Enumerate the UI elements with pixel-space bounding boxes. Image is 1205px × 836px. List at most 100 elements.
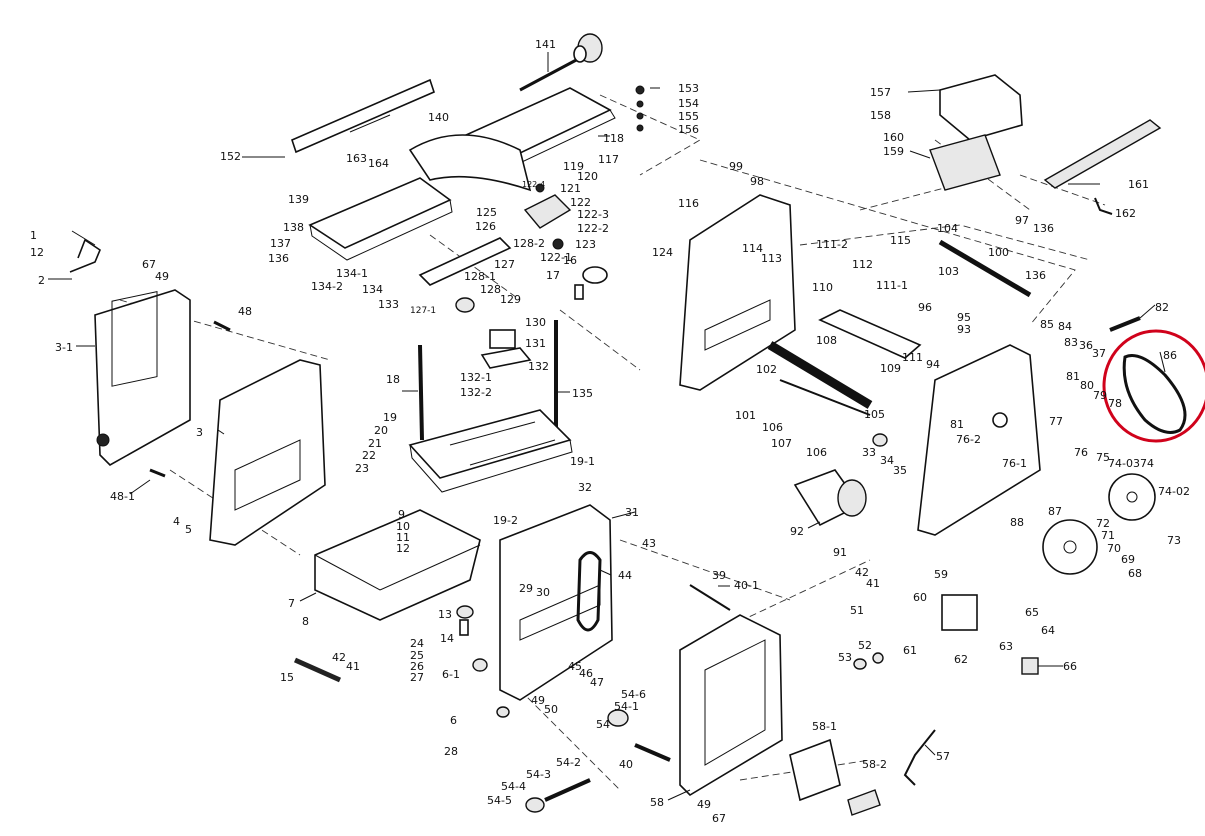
part-162-hex-key [1094, 197, 1113, 215]
label-10: 10 [396, 520, 410, 533]
label-103: 103 [938, 265, 959, 278]
label-65: 65 [1025, 606, 1039, 619]
label-163: 163 [346, 152, 367, 165]
part-131-132-clamp [480, 329, 532, 369]
label-41-right: 41 [866, 577, 880, 590]
label-136-right-a: 136 [1033, 222, 1054, 235]
part-58-1-switch-box [789, 738, 841, 802]
label-2: 2 [38, 274, 45, 287]
label-128: 128 [480, 283, 501, 296]
label-6-1: 6-1 [442, 668, 460, 681]
label-45: 45 [568, 660, 582, 673]
label-122: 122 [570, 196, 591, 209]
label-99: 99 [729, 160, 743, 173]
label-63: 63 [999, 640, 1013, 653]
label-102: 102 [756, 363, 777, 376]
label-87: 87 [1048, 505, 1062, 518]
label-125: 125 [476, 206, 497, 219]
label-32: 32 [578, 481, 592, 494]
label-152: 152 [220, 150, 241, 163]
label-94: 94 [926, 358, 940, 371]
label-13: 13 [438, 608, 452, 621]
label-121: 121 [560, 182, 581, 195]
label-31: 31 [625, 506, 639, 519]
label-101: 101 [735, 409, 756, 422]
part-127-roller [418, 237, 512, 286]
part-85-gear-frame [917, 344, 1041, 536]
label-43: 43 [642, 537, 656, 550]
label-122-2: 122-2 [577, 222, 609, 235]
part-33-35-pulley [872, 433, 888, 447]
label-127-1: 127-1 [410, 306, 436, 316]
label-112: 112 [852, 258, 873, 271]
label-74-02: 74-02 [1158, 485, 1190, 498]
label-111-1: 111-1 [876, 279, 908, 292]
label-161: 161 [1128, 178, 1149, 191]
label-6: 6 [450, 714, 457, 727]
part-2-handle [69, 238, 101, 273]
label-153: 153 [678, 82, 699, 95]
label-24: 24 [410, 637, 424, 650]
label-155: 155 [678, 110, 699, 123]
label-14: 14 [440, 632, 454, 645]
label-34: 34 [880, 454, 894, 467]
label-141: 141 [535, 38, 556, 51]
label-12-top: 12 [30, 246, 44, 259]
part-15-handle [293, 657, 342, 683]
label-115: 115 [890, 234, 911, 247]
label-159: 159 [883, 145, 904, 158]
label-20: 20 [374, 424, 388, 437]
part-102-cutterhead [767, 341, 873, 409]
part-18-screw [418, 344, 424, 441]
label-64: 64 [1041, 624, 1055, 637]
part-161-handle [1043, 119, 1162, 189]
label-58: 58 [650, 796, 664, 809]
label-131: 131 [525, 337, 546, 350]
part-152-fence-plate [291, 78, 435, 154]
part-92-motor [793, 469, 867, 527]
part-44-drive-belt [576, 551, 602, 632]
label-3-1: 3-1 [55, 341, 73, 354]
label-132-2: 132-2 [460, 386, 492, 399]
label-75: 75 [1096, 451, 1110, 464]
part-122-bracket-assembly [523, 183, 572, 250]
label-74: 74 [1140, 457, 1154, 470]
label-18: 18 [386, 373, 400, 386]
part-74-gear [1108, 473, 1156, 521]
label-126: 126 [475, 220, 496, 233]
label-160: 160 [883, 131, 904, 144]
label-140: 140 [428, 111, 449, 124]
label-110: 110 [812, 281, 833, 294]
label-77: 77 [1049, 415, 1063, 428]
label-54-6: 54-6 [621, 688, 646, 701]
label-3: 3 [196, 426, 203, 439]
label-27: 27 [410, 671, 424, 684]
part-6-caster [472, 658, 510, 718]
label-26: 26 [410, 660, 424, 673]
label-122-1: 122-1 [540, 251, 572, 264]
label-23: 23 [355, 462, 369, 475]
label-107: 107 [771, 437, 792, 450]
part-16-17-knob [574, 266, 608, 300]
label-8: 8 [302, 615, 309, 628]
label-4: 4 [173, 515, 180, 528]
part-141-crank [519, 33, 603, 92]
part-13-14-foot [456, 605, 474, 636]
label-15: 15 [280, 671, 294, 684]
label-76-1: 76-1 [1002, 457, 1027, 470]
part-7-base-cabinet [314, 509, 481, 621]
label-11: 11 [396, 531, 410, 544]
label-129: 129 [500, 293, 521, 306]
label-120: 120 [577, 170, 598, 183]
label-68: 68 [1128, 567, 1142, 580]
part-labels: 141 153 154 155 156 118 117 119 120 140 … [30, 38, 1190, 825]
part-129-nut [455, 297, 475, 313]
label-95: 95 [957, 311, 971, 324]
part-58-2-label [847, 789, 881, 816]
label-71: 71 [1101, 529, 1115, 542]
label-52: 52 [858, 639, 872, 652]
label-61: 61 [903, 644, 917, 657]
label-106-b: 106 [806, 446, 827, 459]
label-19-2: 19-2 [493, 514, 518, 527]
